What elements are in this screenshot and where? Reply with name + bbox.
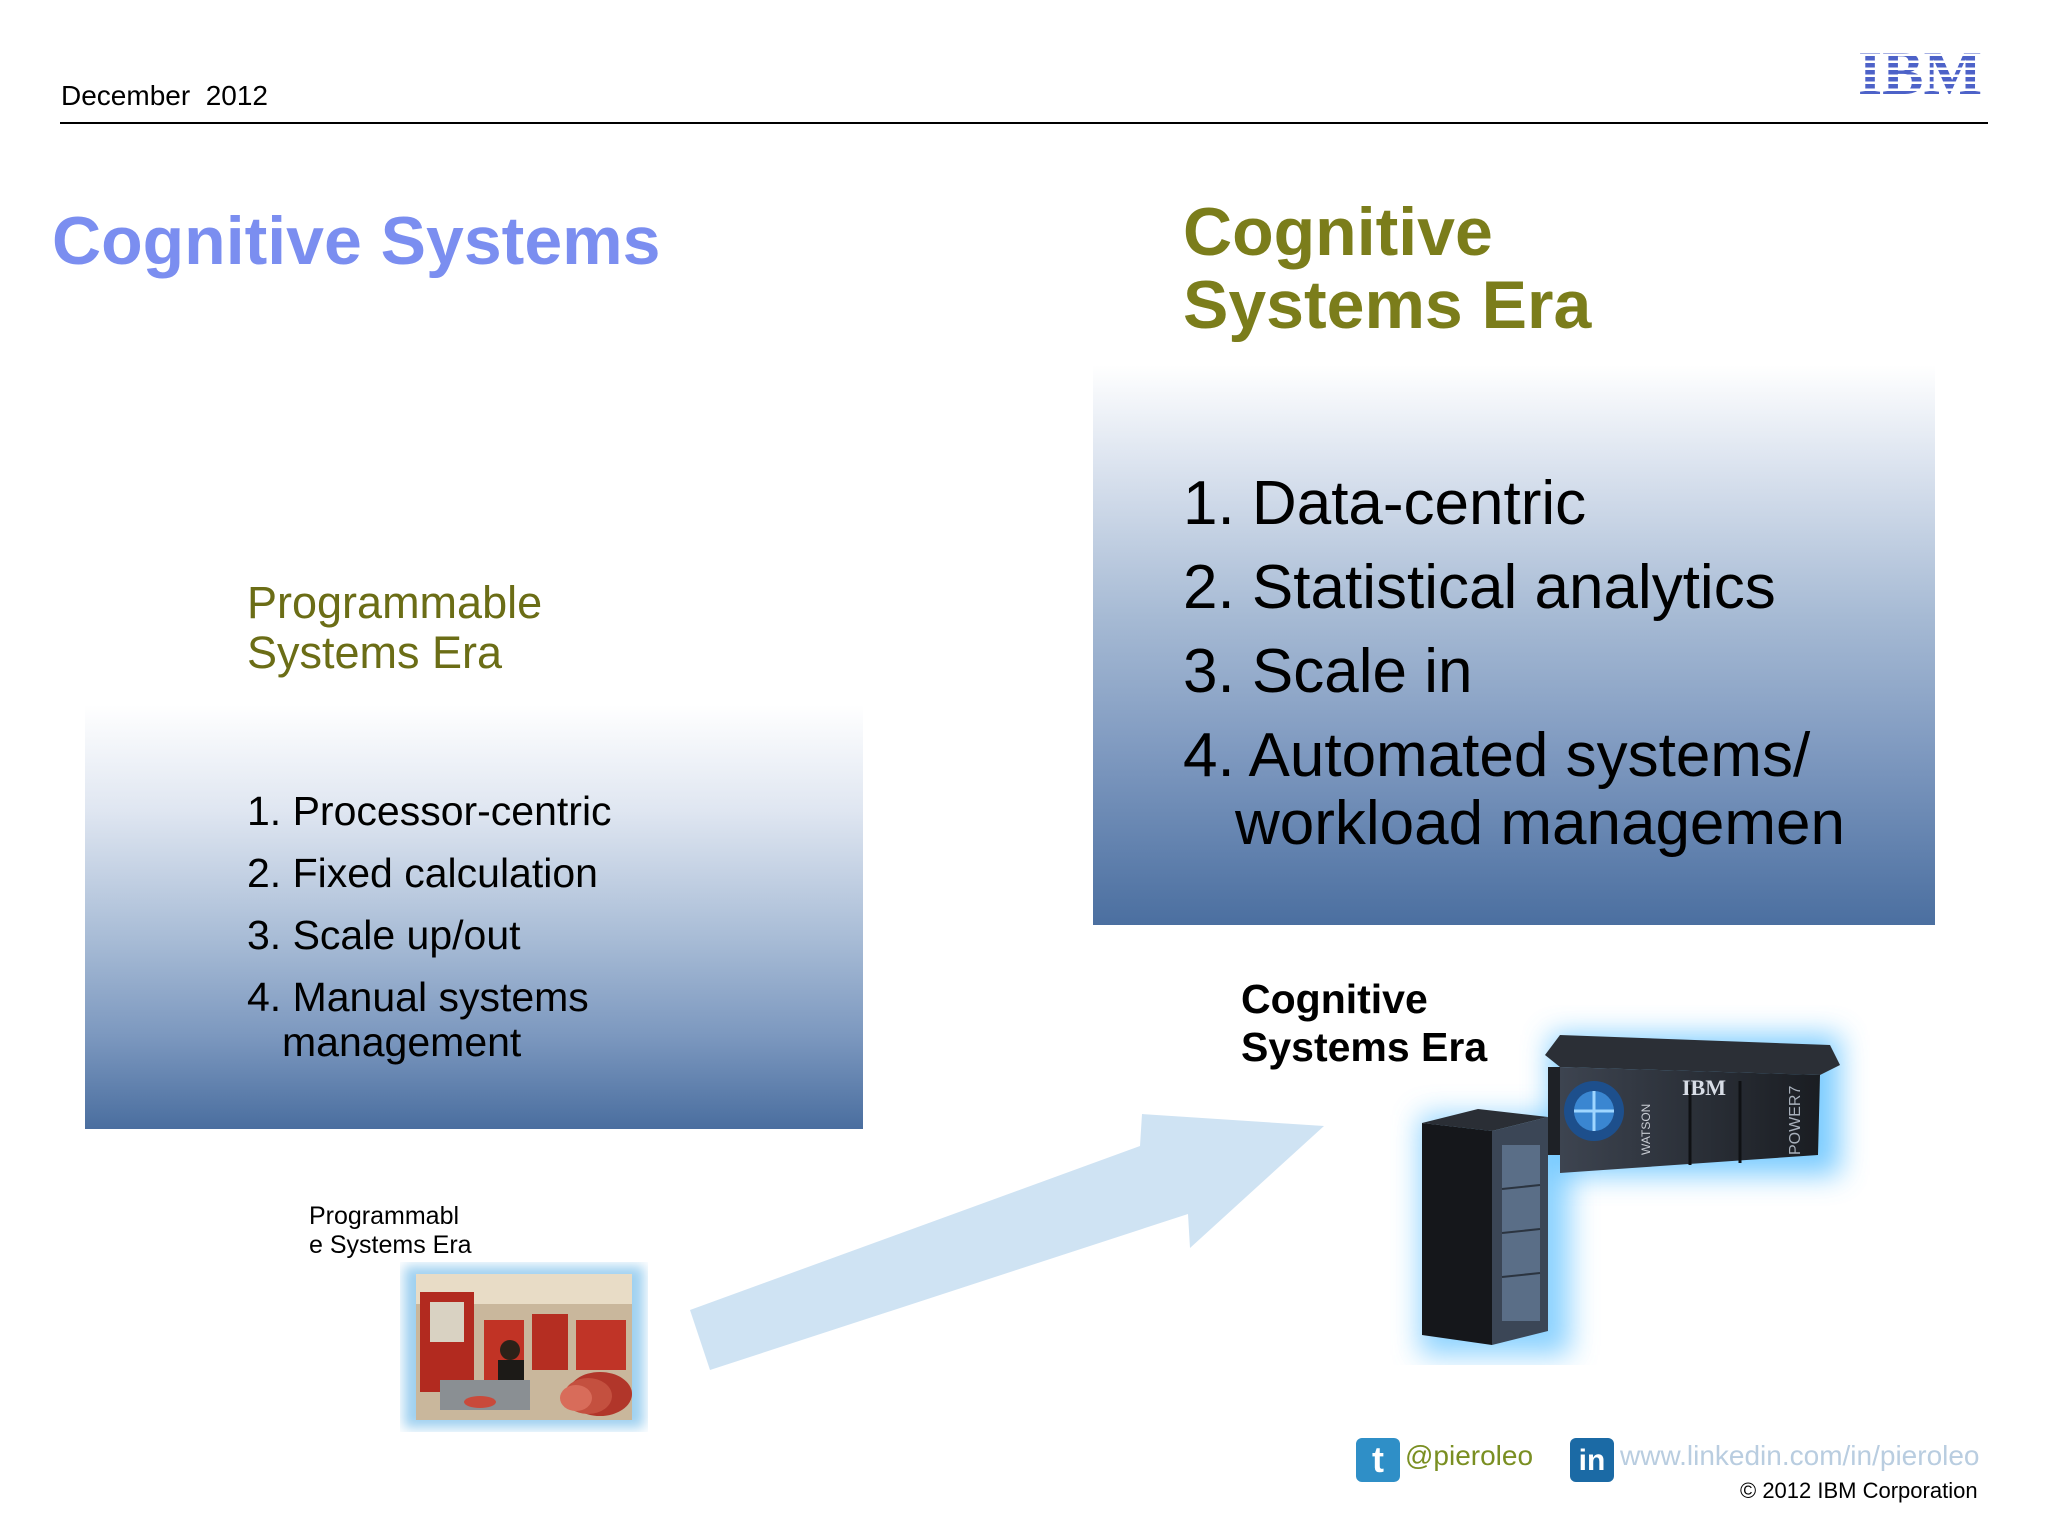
list-item: 3. Scale up/out (247, 912, 521, 958)
cognitive-image-label: Cognitive Systems Era (1241, 975, 1487, 1071)
mainframe-photo (404, 1266, 644, 1428)
slide-title: Cognitive Systems (52, 203, 661, 279)
list-item: 4. Automated systems/ (1183, 721, 1811, 790)
programmable-era-box (85, 705, 863, 1129)
programmable-era-heading: Programmable Systems Era (247, 578, 542, 678)
programmable-heading-line2: Systems Era (247, 627, 503, 678)
cognitive-era-box (1093, 365, 1935, 925)
cognitive-heading-line2: Systems Era (1183, 267, 1592, 343)
svg-text:IBM: IBM (1858, 42, 1982, 98)
header-date: December 2012 (61, 80, 269, 111)
linkedin-link[interactable]: in (1570, 1438, 1614, 1482)
list-item: 3. Scale in (1183, 637, 1473, 706)
programmable-era-list: 1. Processor-centric 2. Fixed calculatio… (247, 780, 612, 1073)
list-item: 1. Data-centric (1183, 469, 1587, 538)
cognitive-image-label-line2: Systems Era (1241, 1024, 1488, 1070)
svg-text:POWER7: POWER7 (1787, 1086, 1804, 1155)
list-item-continuation: management (282, 1019, 522, 1065)
watson-servers-image: IBM WATSON POWER7 (1420, 1035, 1840, 1355)
header-divider (60, 122, 1988, 124)
twitter-icon[interactable]: t (1356, 1438, 1400, 1482)
list-item: 2. Fixed calculation (247, 850, 598, 896)
cognitive-heading-line1: Cognitive (1183, 194, 1493, 270)
cognitive-era-list: 1. Data-centric 2. Statistical analytics… (1183, 462, 1845, 866)
programmable-image-label-line1: Programmabl (309, 1202, 460, 1230)
programmable-image-label-line2: e Systems Era (309, 1231, 472, 1259)
list-item: 1. Processor-centric (247, 788, 612, 834)
twitter-link[interactable]: t (1356, 1438, 1400, 1482)
transition-arrow (690, 1114, 1324, 1370)
list-item: 4. Manual systems (247, 974, 589, 1020)
linkedin-url[interactable]: www.linkedin.com/in/pieroleo (1620, 1440, 1980, 1471)
cognitive-image-label-line1: Cognitive (1241, 976, 1428, 1022)
list-item-continuation: workload managemen (1235, 789, 1846, 858)
copyright-notice: © 2012 IBM Corporation (1740, 1478, 1978, 1503)
list-item: 2. Statistical analytics (1183, 553, 1776, 622)
linkedin-icon[interactable]: in (1570, 1438, 1614, 1482)
ibm-logo-icon: IBM (1858, 42, 1982, 98)
svg-text:WATSON: WATSON (1639, 1104, 1653, 1155)
twitter-handle[interactable]: @pieroleo (1405, 1440, 1534, 1471)
cognitive-era-heading: Cognitive Systems Era (1183, 196, 1591, 342)
programmable-heading-line1: Programmable (247, 577, 543, 628)
programmable-image-label: Programmabl e Systems Era (309, 1202, 472, 1260)
